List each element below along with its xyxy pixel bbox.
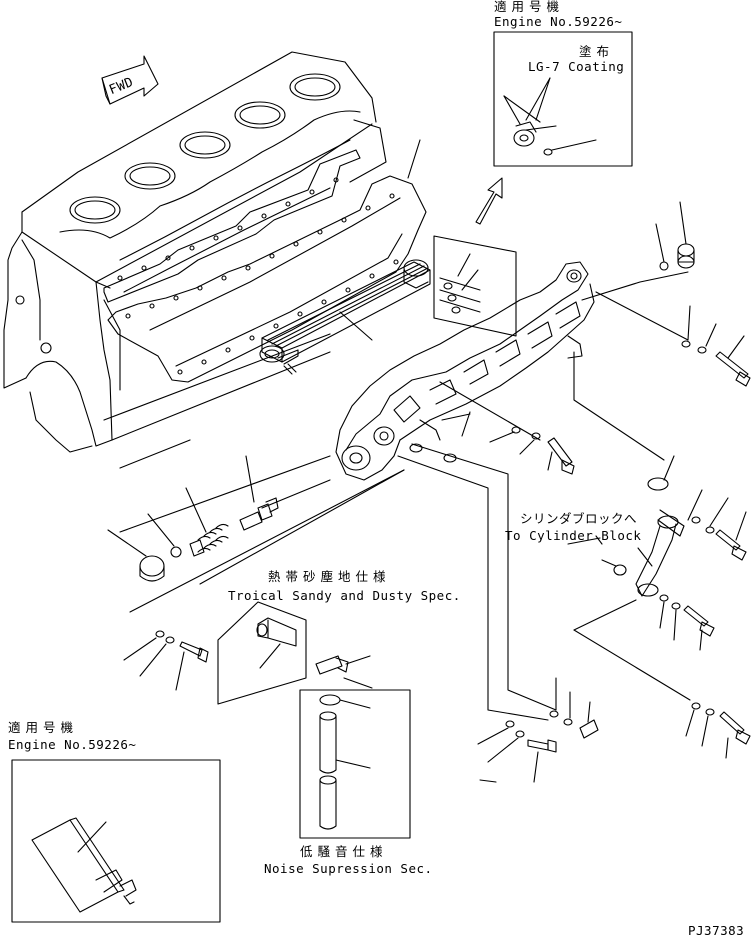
- cooler-gaskets: [103, 139, 427, 383]
- to-cylinder-en: To Cylinder Block: [505, 528, 642, 543]
- tropical-spec-en: Troical Sandy and Dusty Spec.: [228, 588, 461, 603]
- bolt-set-upper-right: [681, 305, 751, 387]
- bolt-set-left: [123, 630, 209, 691]
- tropical-spec-jp: 熱帯砂塵地仕様: [268, 569, 391, 584]
- arrow-to-detail-icon: [475, 177, 503, 225]
- coating-detail: [493, 31, 633, 167]
- top-applicable-jp: 適用号機: [494, 0, 565, 14]
- bottom-applicable-jp: 適用号機: [8, 720, 79, 735]
- to-block-arrow: [567, 537, 601, 545]
- fwd-arrow-icon: [101, 55, 159, 105]
- leader-lines: [119, 271, 691, 721]
- noise-spec-jp: 低騒音仕様: [300, 844, 388, 859]
- noise-suppression-detail: [299, 655, 411, 839]
- bottom-left-detail: [11, 759, 221, 923]
- coating-jp: 塗布: [579, 44, 615, 59]
- cylinder-block: [3, 51, 387, 453]
- bolt-set-bottom-right: [685, 702, 751, 759]
- oil-cooler-element: [259, 259, 431, 375]
- page-code: PJ37383: [688, 923, 745, 938]
- cooler-insert-detail: [433, 235, 517, 337]
- top-engine-number: Engine No.59226~: [494, 14, 623, 29]
- bolt-set-right-lower: [659, 594, 715, 651]
- bottom-engine-number: Engine No.59226~: [8, 737, 137, 752]
- oil-cooler-cover: [335, 261, 595, 481]
- noise-spec-en: Noise Supression Sec.: [264, 861, 433, 876]
- bolt-set-right-middle: [691, 497, 747, 561]
- to-block-leader: [595, 535, 603, 545]
- to-cylinder-jp: シリンダブロックへ: [520, 511, 638, 526]
- tropical-spec-detail: [217, 601, 307, 705]
- oil-pipe-to-block: [601, 455, 703, 597]
- regulator-valve-set: [107, 455, 279, 582]
- coating-en: LG-7 Coating: [528, 59, 625, 74]
- plug-top-right: [655, 201, 695, 271]
- bolt-set-bottom-middle: [477, 677, 599, 783]
- bolt-set-middle: [489, 426, 575, 475]
